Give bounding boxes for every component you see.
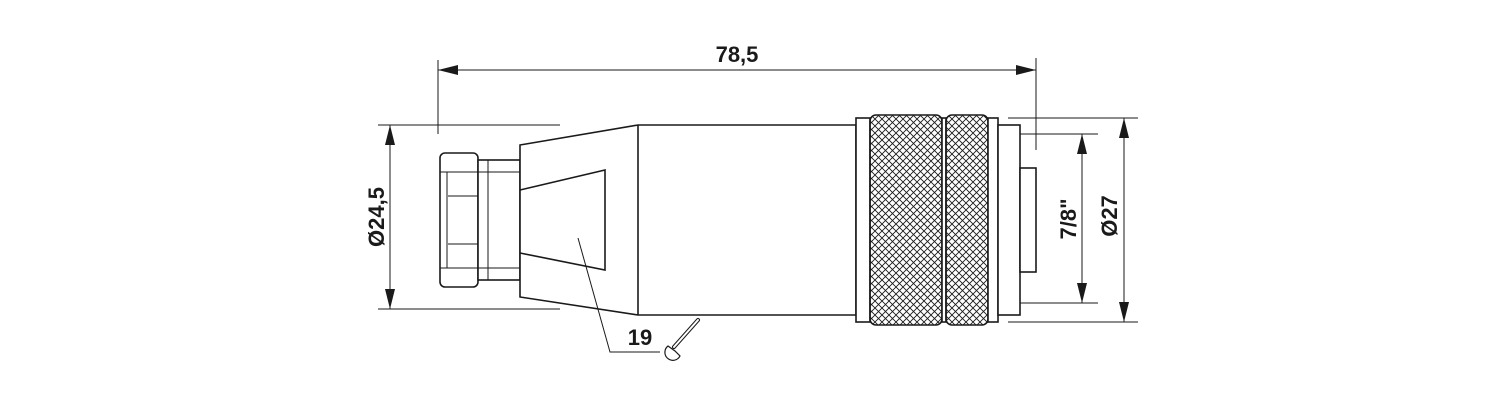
connector-neck (477, 159, 521, 281)
wrench-icon (664, 318, 700, 361)
coupling-nut (855, 114, 999, 326)
cable-nut (439, 152, 479, 288)
front-insert (997, 124, 1037, 316)
dimension-diameter-right: Ø27 (1097, 118, 1129, 322)
diameter-left-label: Ø24,5 (364, 187, 389, 247)
overall-length-label: 78,5 (716, 42, 759, 67)
extension-lines (378, 58, 1138, 323)
wrench-size-label: 19 (628, 325, 652, 350)
dimension-overall-length: 78,5 (438, 42, 1036, 75)
wrench-size-callout: 19 (577, 237, 700, 361)
thread-label: 7/8" (1056, 198, 1081, 239)
dimension-thread: 7/8" (1056, 134, 1087, 303)
connector-body (519, 124, 857, 316)
diameter-right-label: Ø27 (1097, 195, 1122, 237)
dimension-diameter-left: Ø24,5 (364, 125, 395, 309)
